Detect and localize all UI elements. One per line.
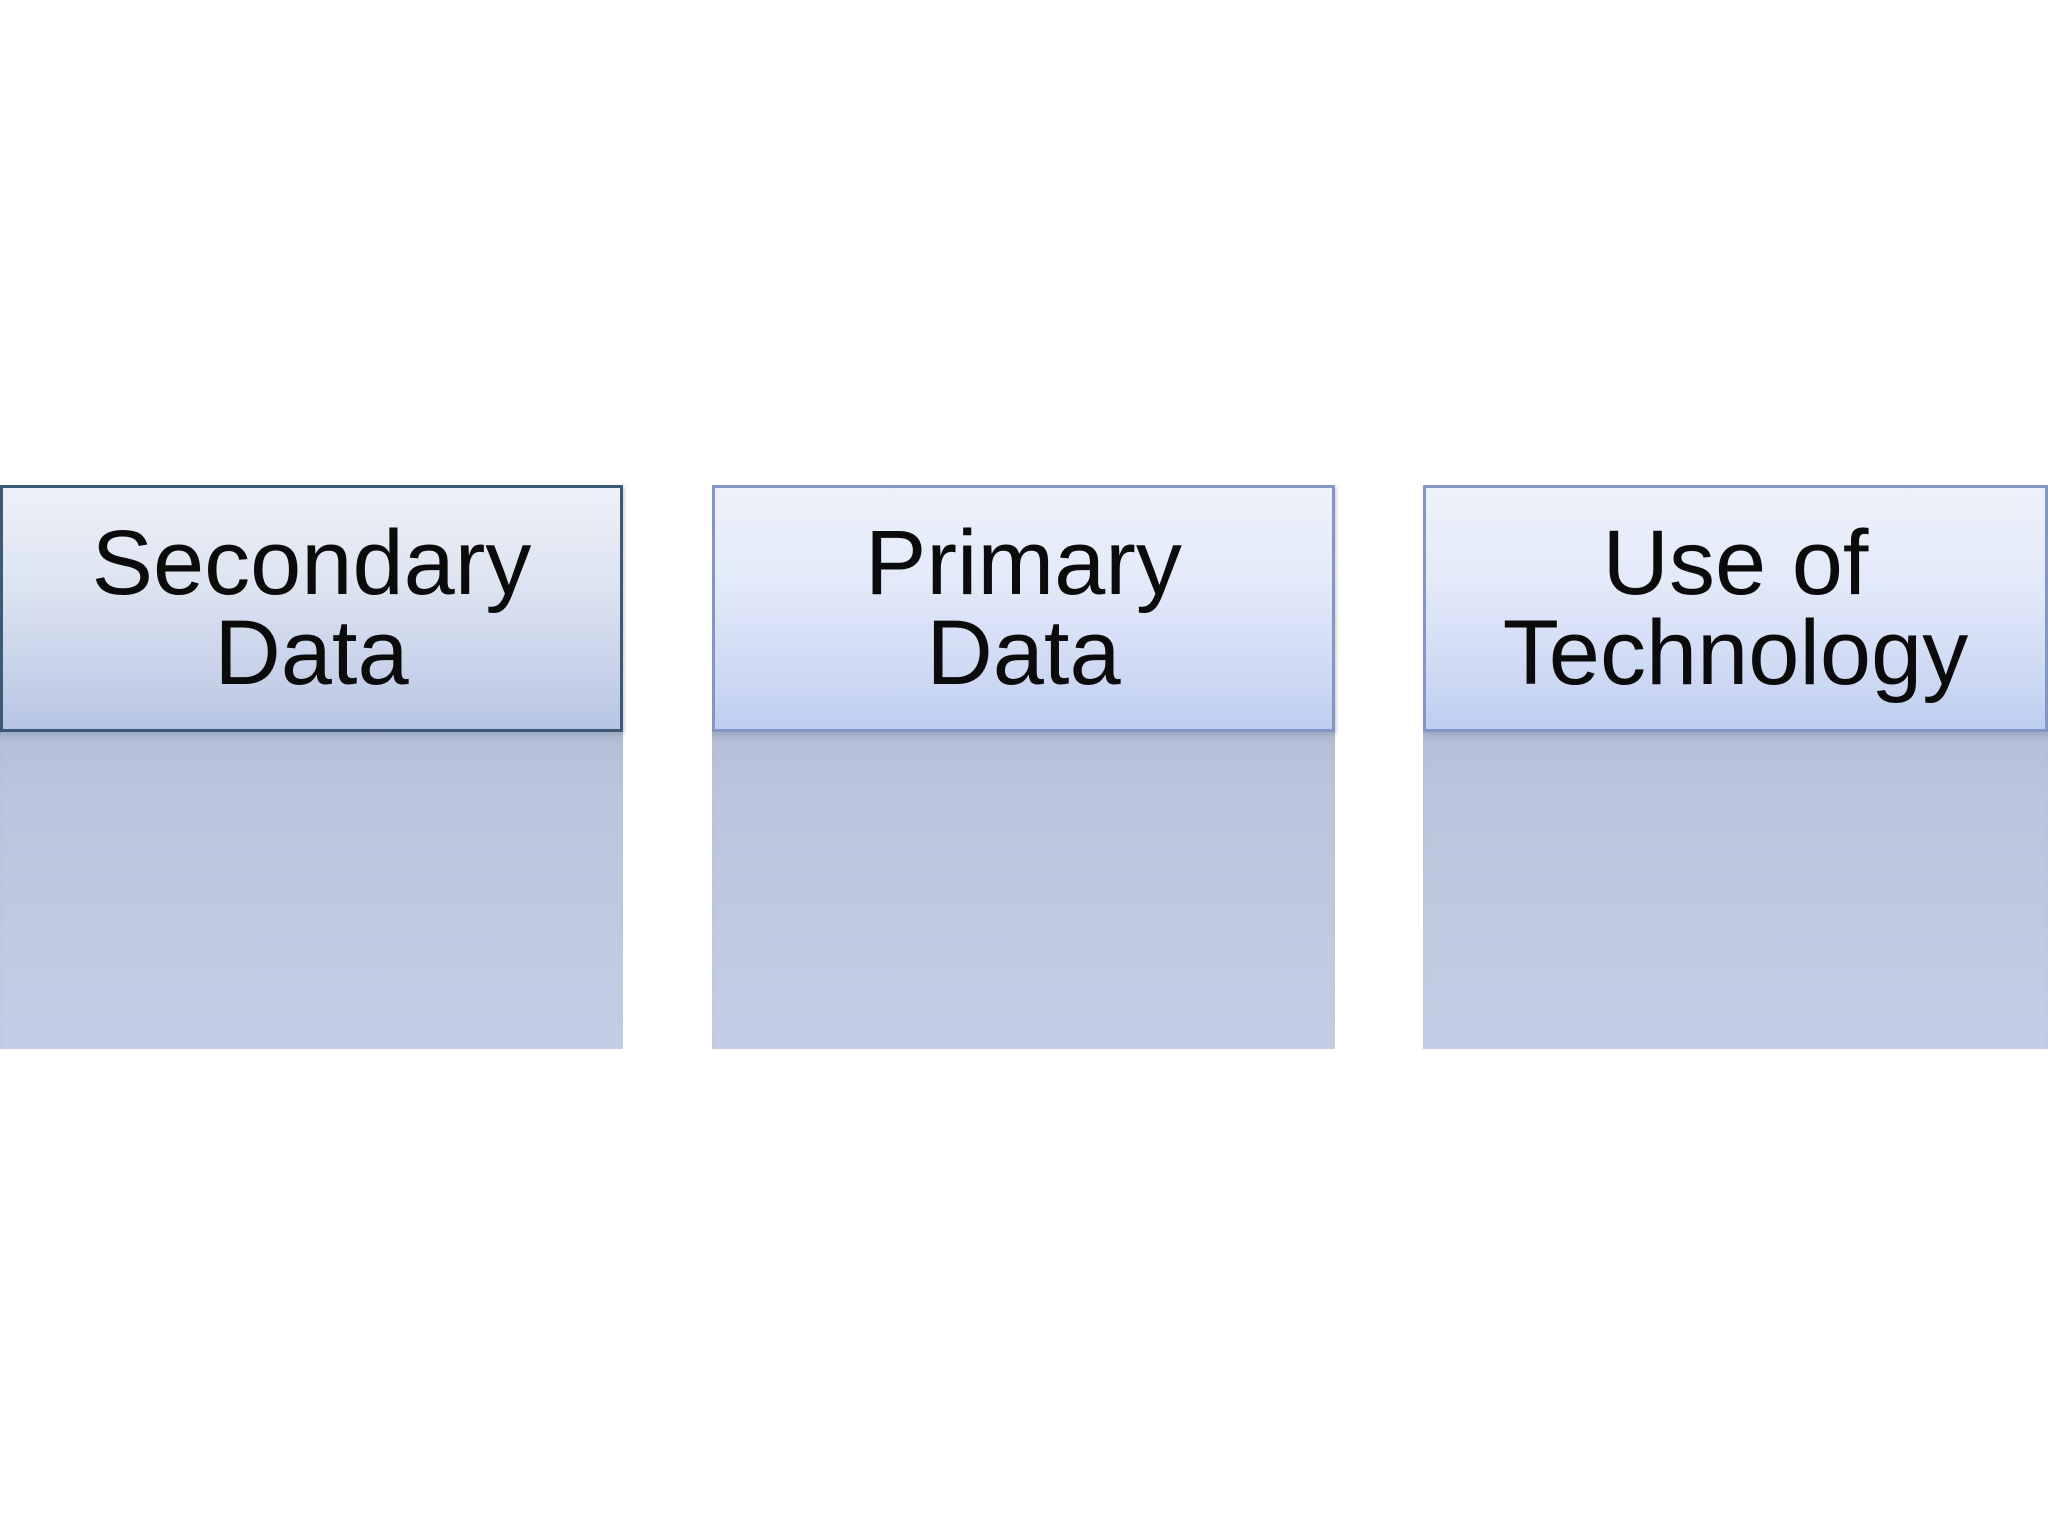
secondary-data-header-box: Secondary Data	[0, 485, 623, 732]
secondary-data-body-panel	[0, 732, 623, 1049]
primary-data-body-panel	[712, 732, 1335, 1049]
primary-data-title: Primary Data	[865, 512, 1182, 704]
column-use-of-technology: Use of Technology	[1423, 485, 2048, 1049]
column-primary-data: Primary Data	[712, 485, 1335, 1049]
column-secondary-data: Secondary Data	[0, 485, 623, 1049]
use-of-technology-header-box: Use of Technology	[1423, 485, 2048, 732]
primary-data-header-box: Primary Data	[712, 485, 1335, 732]
secondary-data-title: Secondary Data	[91, 512, 532, 704]
use-of-technology-body-panel	[1423, 732, 2048, 1049]
use-of-technology-title: Use of Technology	[1502, 512, 1969, 704]
